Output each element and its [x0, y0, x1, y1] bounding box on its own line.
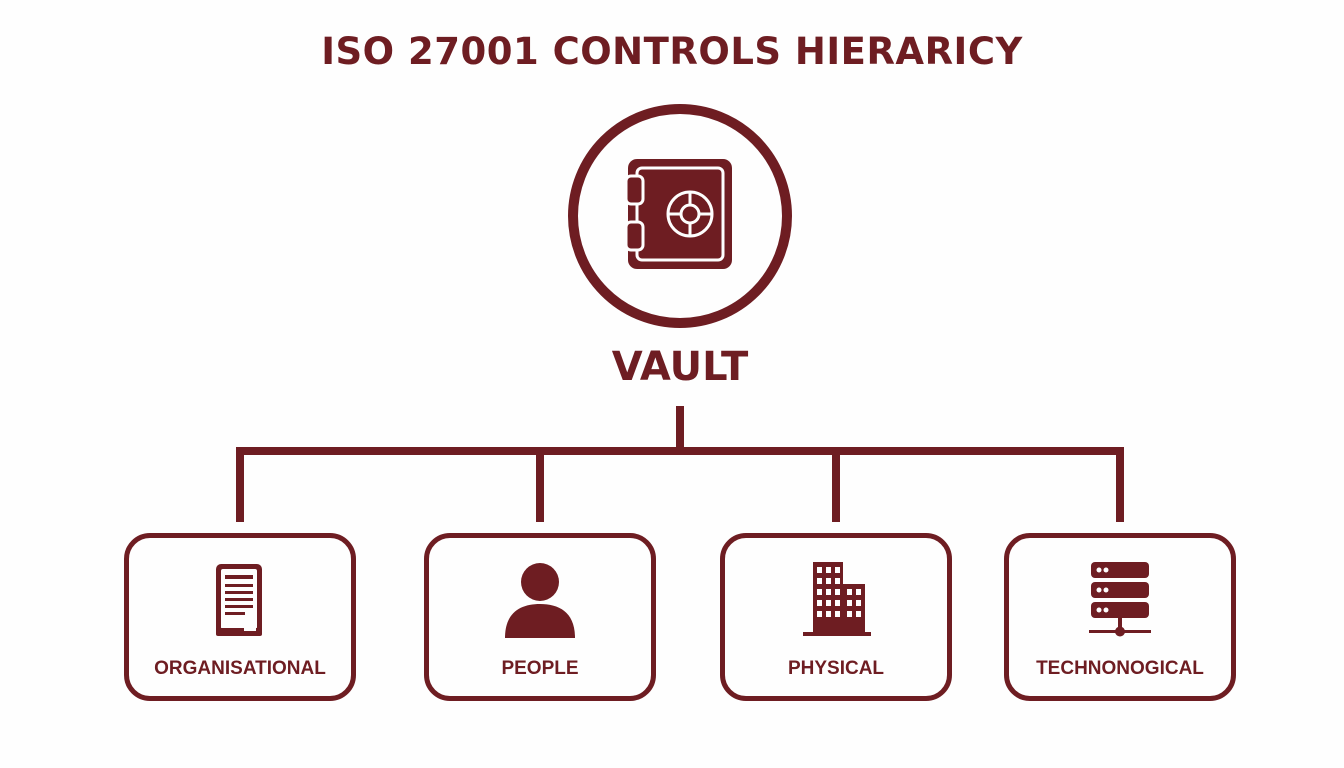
document-icon	[216, 564, 262, 636]
category-label: ORGANISATIONAL	[154, 658, 326, 679]
root-node	[568, 104, 792, 328]
server-icon	[1089, 562, 1151, 637]
category-label: PEOPLE	[501, 658, 579, 679]
root-label: VAULT	[611, 344, 749, 390]
diagram-title: ISO 27001 CONTROLS HIERARICY	[321, 30, 1023, 73]
category-physical: PHYSICAL	[720, 533, 952, 701]
safe-icon	[624, 159, 732, 269]
person-icon	[505, 563, 575, 638]
category-label: PHYSICAL	[787, 658, 885, 679]
category-label: TECHNONOGICAL	[1036, 658, 1204, 679]
category-organisational: ORGANISATIONAL	[124, 533, 356, 701]
category-technological: TECHNONOGICAL	[1004, 533, 1236, 701]
connector-lines	[236, 406, 1124, 522]
building-icon	[803, 562, 871, 636]
category-people: PEOPLE	[424, 533, 656, 701]
